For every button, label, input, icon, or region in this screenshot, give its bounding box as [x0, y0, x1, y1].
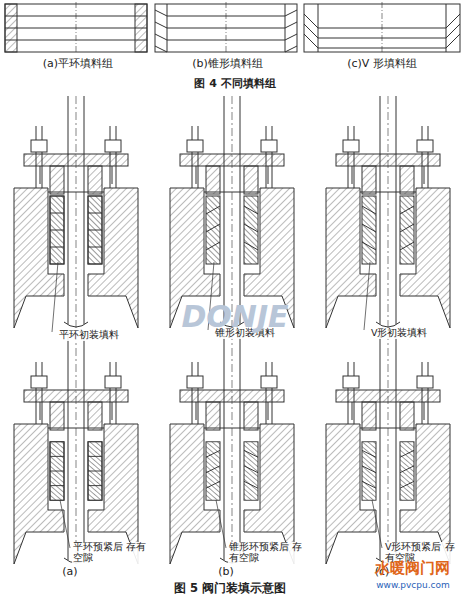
- watermark: www.pvcpu.com: [360, 580, 466, 590]
- callout-label: 平环初装填料: [58, 330, 150, 341]
- panel-label: (a): [50, 566, 90, 579]
- callout-label: 锥形环预紧后 存有空隙: [228, 542, 310, 564]
- figure-caption: (a)平环填料组: [8, 58, 148, 71]
- watermark: 水暖阀门网: [360, 560, 464, 577]
- figure-caption: 图 5 阀门装填示意图: [120, 582, 340, 595]
- callout-label: V形初装填料: [370, 328, 462, 339]
- watermark: DONJE: [150, 300, 320, 335]
- panel-label: (b): [206, 566, 246, 579]
- figure-caption: (c)V 形填料组: [304, 58, 460, 71]
- figure-caption: (b)锥形填料组: [155, 58, 300, 71]
- figure-caption: 图 4 不同填料组: [140, 78, 330, 91]
- callout-label: 平环预紧后 存有空隙: [72, 542, 154, 564]
